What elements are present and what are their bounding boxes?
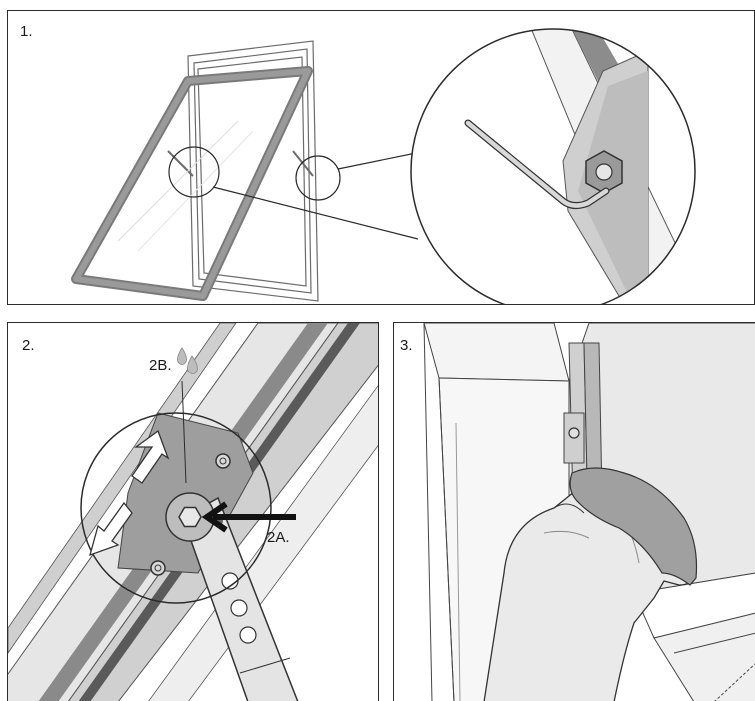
step-2-panel: 2. 2B. 2A. [7, 322, 379, 701]
step-number: 2. [22, 337, 35, 354]
callout-2b: 2B. [149, 357, 172, 374]
window-overview-illustration [71, 28, 696, 304]
detail-circle-right [295, 155, 341, 201]
window-stays [167, 150, 314, 177]
arrow-icon [201, 501, 296, 533]
window-sash [71, 66, 313, 301]
step-number: 3. [400, 337, 413, 354]
screw-icon [568, 427, 580, 439]
hex-key-icon [178, 506, 202, 528]
cleaning-cloth [569, 467, 698, 586]
water-drop-icon [177, 347, 198, 374]
step-1-panel: 1. [7, 10, 755, 305]
detail-circle [80, 412, 272, 604]
arrow-icon [131, 429, 170, 484]
step-3-panel: 3. [393, 322, 755, 701]
zoom-circle [410, 28, 696, 304]
callout-2a: 2A. [267, 529, 290, 546]
cleaning-hinge-illustration [394, 323, 755, 701]
step-number: 1. [20, 23, 33, 40]
screw-icon [150, 453, 231, 576]
hinge-zoom-detail [411, 29, 695, 304]
hinge-adjustment-illustration [8, 323, 378, 701]
window-frame [187, 40, 319, 302]
detail-circle-left [168, 146, 220, 198]
arrow-icon [89, 501, 133, 557]
